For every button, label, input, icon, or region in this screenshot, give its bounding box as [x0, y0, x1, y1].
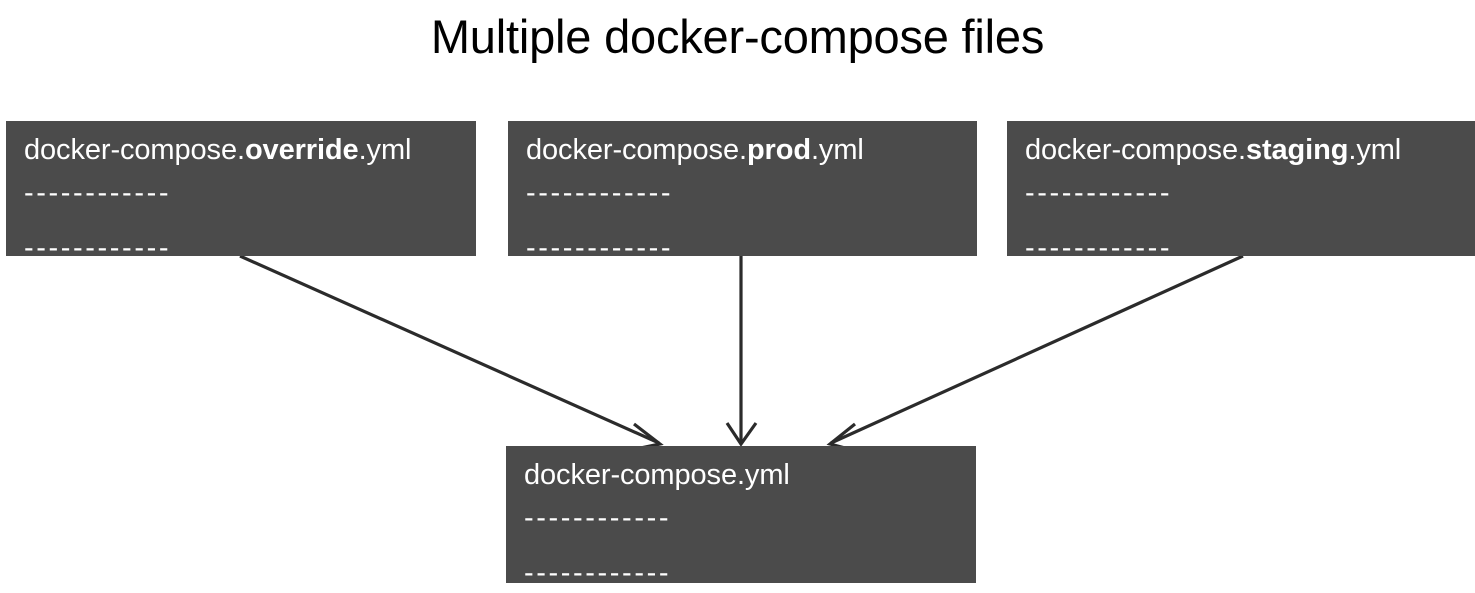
file-name-prefix: docker-compose. — [526, 134, 747, 166]
file-name-prefix: docker-compose. — [1025, 134, 1246, 166]
content-line-1: ------------ — [526, 177, 674, 210]
file-name-suffix: .yml — [1348, 134, 1402, 166]
file-name-suffix: .yml — [358, 134, 412, 166]
arrow-staging-to-base — [826, 254, 1244, 452]
content-line-1: ------------ — [24, 177, 172, 210]
file-name-emphasis: override — [244, 134, 359, 166]
file-box-prod[interactable]: docker-compose.prod.yml ------------ ---… — [508, 121, 977, 256]
arrow-override-to-base — [239, 254, 664, 451]
content-line-1: ------------ — [1025, 177, 1173, 210]
file-name-emphasis: prod — [746, 134, 811, 166]
page-title: Multiple docker-compose files — [430, 10, 1045, 63]
file-box-staging[interactable]: docker-compose.staging.yml ------------ … — [1007, 121, 1475, 256]
file-name-prefix: docker-compose. — [24, 134, 245, 166]
content-line-1: ------------ — [524, 502, 672, 535]
content-line-2: ------------ — [24, 232, 172, 256]
file-name-override: docker-compose.override.yml — [24, 134, 476, 167]
file-name-staging: docker-compose.staging.yml — [1025, 134, 1475, 167]
file-name-prefix: docker-compose.yml — [524, 459, 790, 491]
file-name-base: docker-compose.yml — [524, 459, 976, 492]
file-name-emphasis: staging — [1245, 134, 1349, 166]
file-box-base[interactable]: docker-compose.yml ------------ --------… — [506, 446, 976, 583]
content-line-2: ------------ — [526, 232, 674, 256]
file-name-suffix: .yml — [810, 134, 864, 166]
file-box-override[interactable]: docker-compose.override.yml ------------… — [6, 121, 476, 256]
arrow-prod-to-base — [725, 256, 758, 447]
content-line-2: ------------ — [524, 557, 672, 583]
file-name-prod: docker-compose.prod.yml — [526, 134, 977, 167]
content-line-2: ------------ — [1025, 232, 1173, 256]
